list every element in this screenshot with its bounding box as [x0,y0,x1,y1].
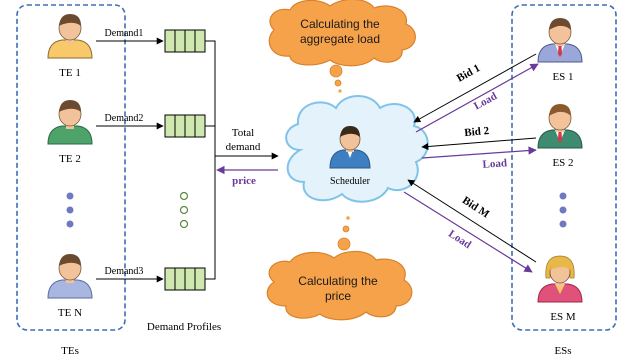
bottom-thought-bubble [342,225,350,233]
demand2-label: Demand2 [105,113,144,124]
bottom-thought-cloud [266,250,413,321]
bottom-thought-line2: price [325,289,351,303]
bid1-label: Bid 1 [455,62,482,85]
demand1-queue [164,29,206,53]
total-demand-label-line2: demand [226,141,261,153]
demand3-queue [164,267,206,291]
bottom-thought-bubble [337,237,351,251]
demand2-queue [164,114,206,138]
te1-label: TE 1 [59,67,81,79]
es-ellipsis-dot [559,220,567,228]
bottom-thought-bubble [346,216,350,220]
top-thought-cloud [268,0,416,67]
top-thought-line2: aggregate load [300,32,380,46]
scheduler-person-icon [329,126,371,169]
es2-label: ES 2 [552,157,573,169]
scheduler-label: Scheduler [330,176,371,187]
demand3-label: Demand3 [105,266,144,277]
te-ellipsis-dot [66,206,74,214]
es1-label: ES 1 [552,71,573,83]
price-label: price [232,175,256,187]
demand-profiles-caption: Demand Profiles [147,321,221,333]
load1-label: Load [472,90,499,112]
ten-shirt [47,279,93,299]
top-thought-line1: Calculating the [300,17,380,31]
es-ellipsis-dot [559,206,567,214]
es1-person-icon [537,18,583,63]
bid2-arrow [421,137,537,150]
esm-person-icon [537,255,583,303]
ten-person-icon [47,254,93,299]
te-ellipsis-dot [66,192,74,200]
load2-arrow [421,146,537,159]
te-group-caption: TEs [61,345,79,357]
aggregation-bracket [205,40,216,280]
te2-shirt [47,125,93,145]
queue-ellipsis-dot [179,205,189,215]
bid2-label: Bid 2 [464,125,490,139]
top-thought-bubble [338,89,342,93]
te1-shirt [47,39,93,59]
bidm-arrow [407,179,537,263]
ten-label: TE N [58,307,82,319]
te-ellipsis-dot [66,220,74,228]
esm-label: ES M [550,311,576,323]
te2-label: TE 2 [59,153,81,165]
bidm-label: Bid M [460,194,492,221]
top-thought-bubble [334,79,342,87]
bid1-arrow [413,53,537,123]
es-ellipsis-dot [559,192,567,200]
es2-person-icon [537,104,583,149]
loadm-arrow [403,191,533,273]
loadm-label: Load [446,228,473,251]
te-group-box [16,4,126,331]
demand1-label: Demand1 [105,28,144,39]
te2-person-icon [47,100,93,145]
queue-ellipsis-dot [179,219,189,229]
load1-arrow [415,63,539,133]
total-demand-label-line1: Total [232,127,254,139]
top-thought-bubble [329,64,343,78]
es-group-caption: ESs [554,345,571,357]
load2-label: Load [482,157,507,171]
bottom-thought-line1: Calculating the [298,274,378,288]
te1-person-icon [47,14,93,59]
queue-ellipsis-dot [179,191,189,201]
es-group-box [511,4,617,331]
